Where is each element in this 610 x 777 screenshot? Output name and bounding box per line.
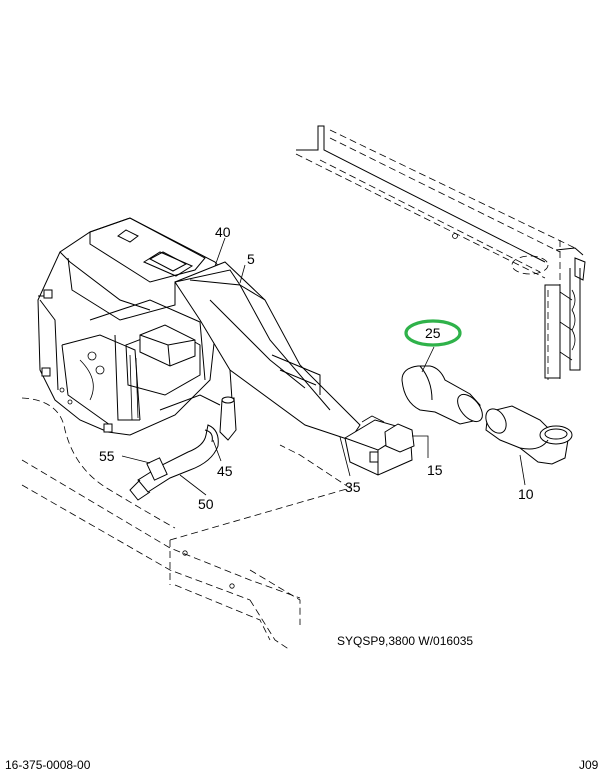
highlight-ring	[404, 319, 462, 347]
callout-50[interactable]: 50	[198, 496, 214, 512]
air-duct	[174, 261, 361, 441]
callout-35[interactable]: 35	[345, 479, 361, 495]
footer-page-code: J09	[579, 758, 599, 772]
drain-hose-assembly	[129, 396, 237, 501]
callout-45[interactable]: 45	[217, 463, 233, 479]
cab-floor-outline	[21, 397, 351, 651]
callout-25[interactable]: 25	[425, 325, 441, 341]
leader-lines	[121, 237, 526, 496]
callout-15[interactable]: 15	[427, 462, 443, 478]
callout-40[interactable]: 40	[215, 224, 231, 240]
callout-10[interactable]: 10	[518, 486, 534, 502]
footer-part-number: 16-375-0008-00	[5, 758, 91, 772]
elbow-part-10	[485, 405, 573, 465]
elbow-part-25	[401, 365, 483, 425]
callout-55[interactable]: 55	[99, 448, 115, 464]
radiator-frame	[295, 125, 586, 380]
callout-5[interactable]: 5	[247, 251, 255, 267]
hvac-housing	[37, 217, 223, 436]
duct-outlet-assembly	[344, 415, 415, 476]
diagram-caption: SYQSP9,3800 W/016035	[337, 634, 473, 648]
